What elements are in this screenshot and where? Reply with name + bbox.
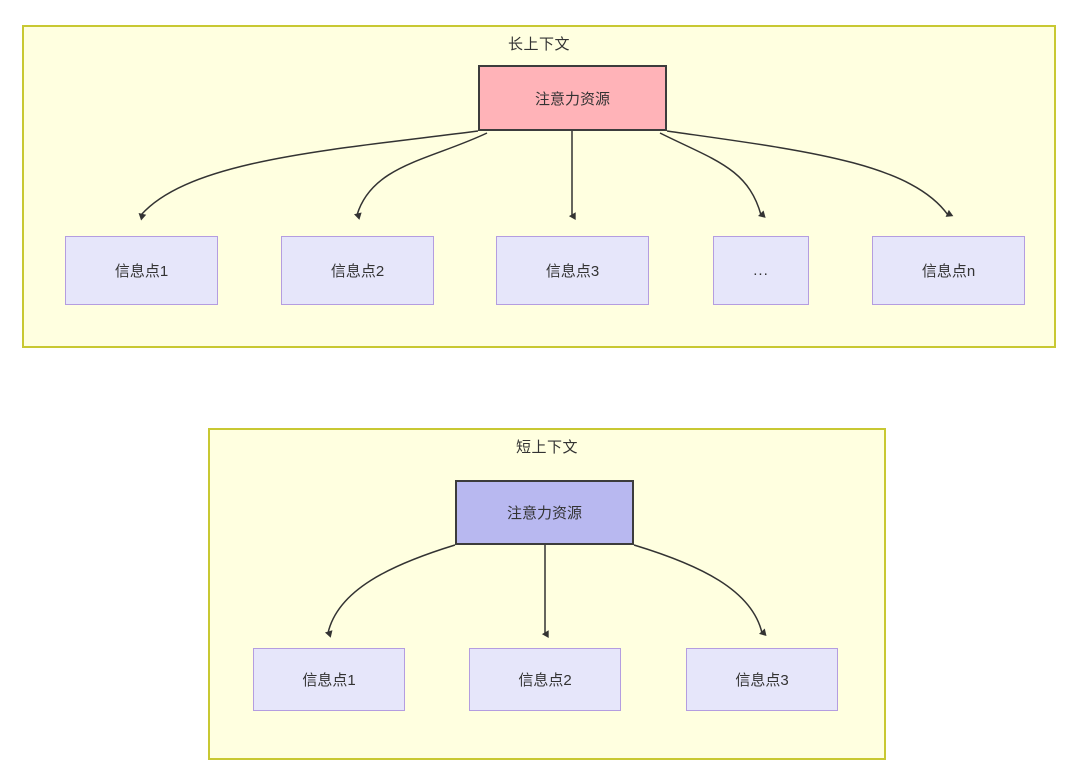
node-long-info-n[interactable]: 信息点n [872, 236, 1025, 305]
node-short-info-3[interactable]: 信息点3 [686, 648, 838, 711]
group-short-context-title: 短上下文 [515, 439, 578, 456]
node-short-info-2[interactable]: 信息点2 [469, 648, 621, 711]
node-long-attention-resource[interactable]: 注意力资源 [478, 65, 667, 131]
node-short-attention-resource[interactable]: 注意力资源 [455, 480, 634, 545]
node-long-info-1[interactable]: 信息点1 [65, 236, 218, 305]
node-long-info-3[interactable]: 信息点3 [496, 236, 649, 305]
node-long-info-ellipsis[interactable]: ... [713, 236, 809, 305]
group-long-context-title: 长上下文 [507, 36, 570, 53]
node-short-info-1[interactable]: 信息点1 [253, 648, 405, 711]
node-long-info-2[interactable]: 信息点2 [281, 236, 434, 305]
